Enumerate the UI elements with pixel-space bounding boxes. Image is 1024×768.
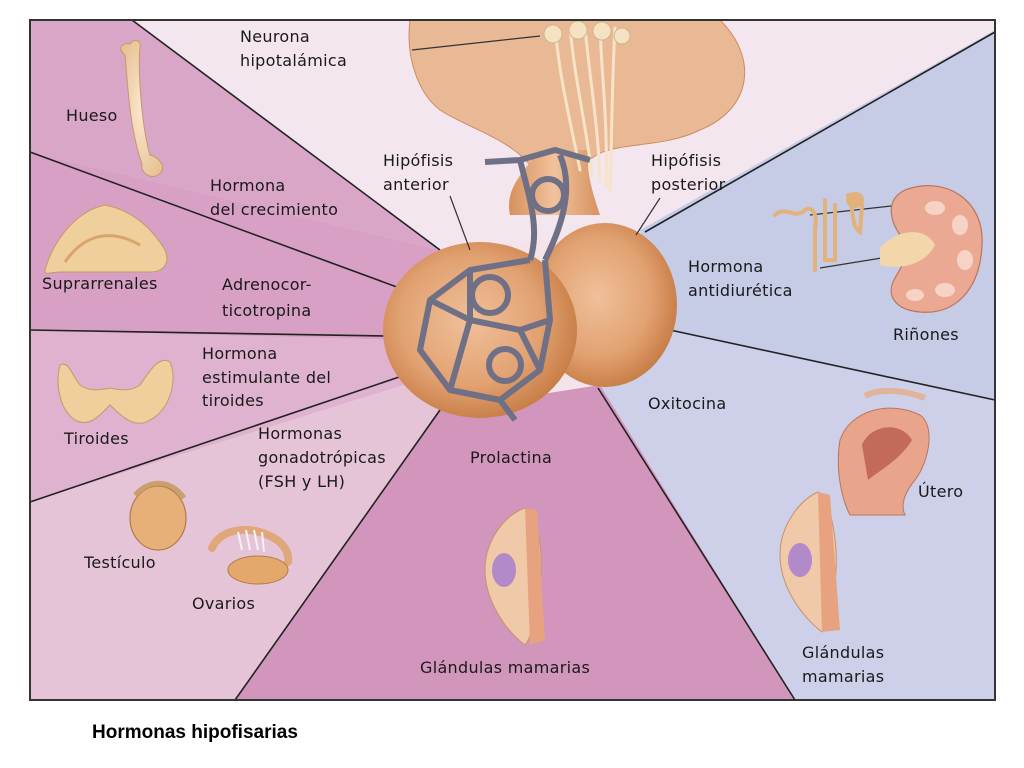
label-glandulas-mamarias-right-line2: mamarias [802,667,884,686]
label-oxitocina: Oxitocina [648,394,726,413]
sector-adrenal [30,152,440,340]
anterior-pituitary [383,242,577,418]
figure-caption: Hormonas hipofisarias [92,722,298,743]
label-hipofisis-posterior: Hipófisis posterior [651,151,727,194]
ovary-illustration [208,525,293,585]
label-hormona-crecimiento-line1: Hormona [210,176,286,195]
label-hipofisis-posterior-line1: Hipófisis [651,151,721,170]
sector-gonads [30,380,440,700]
nephron-illustration [773,192,864,272]
kidney-illustration [880,185,983,313]
label-hipofisis-anterior: Hipófisis anterior [383,151,459,194]
sector-divider-lines [29,19,996,701]
label-antidiuretica: Hormona antidiurética [688,257,793,300]
label-hormona-tiroides-line3: tiroides [202,391,264,410]
label-adrenocorticotropina-line1: Adrenocor- [222,275,312,294]
label-adrenocorticotropina: Adrenocor- ticotropina [222,275,317,320]
mammary-gland-illustration-right [779,491,840,633]
label-glandulas-mamarias-right: Glándulas mamarias [802,643,890,686]
label-gonadotropicas-line1: Hormonas [258,424,342,443]
label-antidiuretica-line1: Hormona [688,257,764,276]
label-hormona-tiroides-line2: estimulante del [202,368,331,387]
bone-illustration [120,40,163,178]
uterus-illustration [837,388,930,516]
label-hormona-tiroides: Hormona estimulante del tiroides [202,344,337,410]
neuron-fibers [553,26,617,192]
leader-lines [411,35,901,269]
label-hueso: Hueso [66,106,118,125]
label-utero: Útero [918,482,963,501]
label-neurona-line2: hipotalámica [240,51,347,70]
thyroid-illustration [57,359,174,424]
label-testiculo: Testículo [83,553,156,572]
portal-vessel-network [417,147,591,422]
label-hormona-crecimiento-line2: del crecimiento [210,200,338,219]
label-hipofisis-posterior-line2: posterior [651,175,726,194]
neuron-cell-bodies [543,20,631,45]
label-neurona: Neurona hipotalámica [240,27,347,70]
testicle-illustration [129,480,187,551]
label-adrenocorticotropina-line2: ticotropina [222,301,311,320]
label-rinones: Riñones [893,325,959,344]
label-glandulas-mamarias-center: Glándulas mamarias [420,658,590,677]
label-glandulas-mamarias-right-line1: Glándulas [802,643,884,662]
label-hormona-tiroides-line1: Hormona [202,344,278,363]
label-gonadotropicas-line2: gonadotrópicas [258,448,386,467]
label-gonadotropicas-line3: (FSH y LH) [258,472,345,491]
label-neurona-line1: Neurona [240,27,310,46]
label-antidiuretica-line2: antidiurética [688,281,793,300]
label-prolactina: Prolactina [470,448,552,467]
diagram-border [29,19,996,701]
label-hipofisis-anterior-line2: anterior [383,175,449,194]
label-ovarios: Ovarios [192,594,255,613]
labels: Neurona hipotalámica Hueso Hormona del c… [42,27,963,686]
label-hipofisis-anterior-line1: Hipófisis [383,151,453,170]
adrenal-illustration [44,204,168,274]
label-hormona-crecimiento: Hormona del crecimiento [210,176,338,219]
mammary-gland-illustration-center [484,507,545,646]
label-gonadotropicas: Hormonas gonadotrópicas (FSH y LH) [258,424,391,491]
label-suprarrenales: Suprarrenales [42,274,158,293]
label-tiroides: Tiroides [63,429,129,448]
sector-thyroid [30,330,420,502]
